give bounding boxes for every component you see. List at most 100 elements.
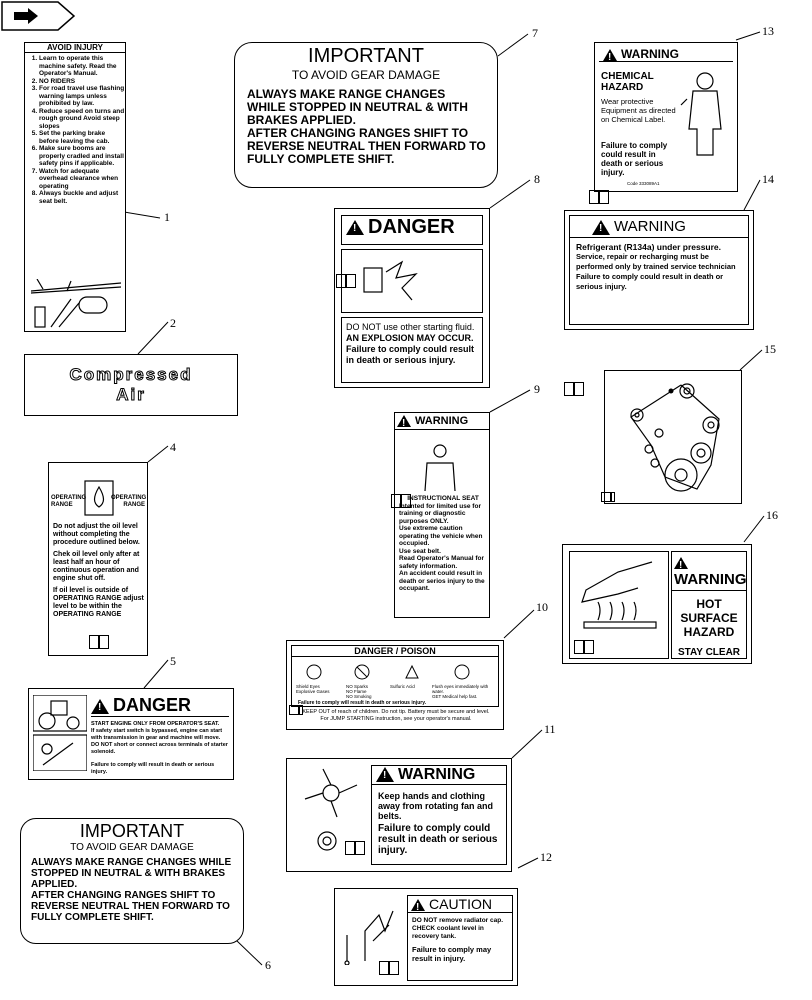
decal-1-list: Learn to operate this machine safety. Re… [25, 55, 125, 205]
decal-8-title: DANGER [368, 216, 455, 238]
decal-7-b2: AFTER CHANGING RANGES SHIFT TO REVERSE N… [247, 126, 486, 166]
decal-danger-start: DANGER START ENGINE ONLY FROM OPERATOR'S… [28, 688, 234, 780]
decal-6-sub: TO AVOID GEAR DAMAGE [70, 842, 194, 853]
manual-book-icon [564, 382, 584, 396]
decal-14-l2: Service, repair or recharging must be pe… [576, 252, 736, 271]
callout-14: 14 [762, 172, 774, 186]
decal-oil-level: OPERATING RANGE OPERATING RANGE Do not a… [48, 462, 148, 656]
callout-5: 5 [170, 654, 176, 668]
decal-10-c1b: Explosive Gases [296, 689, 330, 694]
callout-10: 10 [536, 600, 548, 614]
callout-8: 8 [534, 172, 540, 186]
callout-11: 11 [544, 722, 556, 736]
manual-book-icon [289, 705, 303, 715]
decal-5-l1: START ENGINE ONLY FROM OPERATOR'S SEAT. [91, 721, 220, 727]
decal-14-title: WARNING [614, 218, 686, 235]
hot-surface-hand-icon [581, 561, 657, 629]
decal-warning-seat: WARNING INSTRUCTIONAL SEAT Intented for … [391, 412, 490, 618]
protective-suit-icon [680, 72, 722, 156]
fan-belt-icon [304, 768, 358, 851]
list-item: Learn to operate this machine safety. Re… [39, 55, 125, 78]
manual-book-icon [379, 961, 399, 975]
decal-10-title: DANGER / POISON [292, 646, 498, 657]
decal-12-l2: CHECK coolant level in recovery tank. [412, 925, 484, 940]
list-item: Make sure booms are properly cradled and… [39, 145, 125, 168]
seat-icon [424, 444, 456, 492]
decal-4-p3: If oil level is outside of OPERATING RAN… [53, 587, 144, 618]
decal-2-line1: Compressed [69, 365, 193, 385]
list-item: Intented for limited use for training or… [399, 502, 481, 525]
decal-danger-fluid: DANGER DO NOT use other starting fluid. … [334, 208, 490, 388]
decal-important-gear-2: IMPORTANT TO AVOID GEAR DAMAGE ALWAYS MA… [20, 818, 244, 944]
callout-7: 7 [532, 26, 538, 40]
decal-7-sub: TO AVOID GEAR DAMAGE [291, 68, 441, 82]
list-item: Always buckle and adjust seat belt. [39, 190, 125, 205]
decal-10-c4b: GET Medical help fast. [432, 694, 478, 699]
decal-10-c2: NO Sparks [346, 684, 369, 689]
battery-hazard-icons [306, 664, 470, 680]
decal-10-c4: Flush eyes immediately with water. [432, 684, 489, 694]
decal-13-hazard: CHEMICAL HAZARD [601, 71, 654, 93]
list-item: For road travel use flashing warning lam… [39, 85, 125, 108]
overhead-clearance-icon [31, 279, 121, 328]
list-item: Set the parking brake before leaving the… [39, 130, 125, 145]
manual-book-icon [574, 640, 594, 654]
list-item: NO RIDERS [39, 78, 125, 86]
decal-avoid-injury: AVOID INJURY Learn to operate this machi… [24, 42, 126, 332]
callout-2: 2 [170, 316, 176, 330]
decal-compressed-air: Compressed Air [24, 354, 238, 416]
decal-13-title: WARNING [621, 47, 679, 61]
decal-11-title: WARNING [398, 766, 476, 783]
callout-13: 13 [762, 24, 774, 38]
decal-5-title: DANGER [113, 695, 192, 715]
decal-10-fail: Failure to comply will result in death o… [298, 700, 426, 706]
decal-5-l2: If safety start switch is bypassed, engi… [91, 728, 223, 741]
decal-warning-hot-surface: WARNING HOT SURFACE HAZARD STAY CLEAR [562, 544, 752, 664]
decal-12-title: CAUTION [429, 896, 492, 912]
manual-book-icon [336, 274, 356, 288]
arrow-icon [1, 1, 76, 31]
decal-9-title: WARNING [415, 415, 469, 427]
decal-warning-refrigerant: WARNING Refrigerant (R134a) under pressu… [564, 210, 754, 396]
decal-caution-radiator: CAUTION DO NOT remove radiator cap. CHEC… [334, 888, 518, 986]
decal-4-p1: Do not adjust the oil level without comp… [53, 523, 140, 546]
callout-1: 1 [164, 210, 170, 224]
decal-10-c2b: NO Flame [346, 689, 367, 694]
decal-2-line2: Air [116, 385, 146, 405]
decal-13-l1: Wear protective Equipment as directed on… [601, 97, 676, 124]
callout-4: 4 [170, 440, 176, 454]
decal-14-l3: Failure to comply could result in death … [576, 272, 724, 291]
decal-12-l1: DO NOT remove radiator cap. [412, 917, 504, 924]
decal-4-p2: Chek oil level only after at least half … [53, 551, 140, 582]
list-item: Read Operator's Manual for safety inform… [399, 555, 484, 570]
decal-6-title: IMPORTANT [79, 821, 185, 841]
decal-7-title: IMPORTANT [308, 45, 424, 67]
decal-10-f2: For JUMP STARTING instruction, see your … [320, 716, 472, 722]
callout-6: 6 [265, 958, 271, 972]
decal-8-l2: AN EXPLOSION MAY OCCUR. [346, 333, 474, 343]
decal-6-b1: ALWAYS MAKE RANGE CHANGES WHILE STOPPED … [31, 857, 232, 890]
list-item: Use seat belt. [399, 547, 441, 555]
callout-9: 9 [534, 382, 540, 396]
decal-16-title: WARNING [674, 571, 747, 588]
decal-warning-fan: WARNING Keep hands and clothing away fro… [286, 758, 512, 872]
explosion-icon [363, 260, 418, 301]
decal-16-l1: HOT SURFACE [680, 597, 738, 625]
list-item: Use extreme caution operating the vehicl… [399, 525, 483, 547]
oil-drop-icon [84, 480, 114, 516]
decal-9-tail: An accident could result in death or ser… [399, 570, 485, 592]
decal-10-f1: KEEP OUT of reach of children. Do not ti… [302, 709, 490, 715]
decal-4-left: OPERATING RANGE [51, 495, 87, 508]
callout-12: 12 [540, 850, 552, 864]
decal-13-code: Code 333089A1 [627, 181, 660, 186]
decal-13-l2: Failure to comply could result in death … [601, 141, 668, 177]
decal-9-head: INSTRUCTIONAL SEAT [407, 495, 479, 502]
decal-7-b1: ALWAYS MAKE RANGE CHANGES WHILE STOPPED … [247, 87, 468, 127]
decal-12-l3: Failure to comply may result in injury. [412, 945, 492, 963]
manual-book-icon [589, 190, 609, 204]
decal-16-l3: STAY CLEAR [677, 647, 741, 658]
manual-book-icon [601, 492, 615, 502]
decal-belt-routing [601, 370, 742, 504]
callout-16: 16 [766, 508, 778, 522]
manual-book-icon [391, 494, 411, 509]
